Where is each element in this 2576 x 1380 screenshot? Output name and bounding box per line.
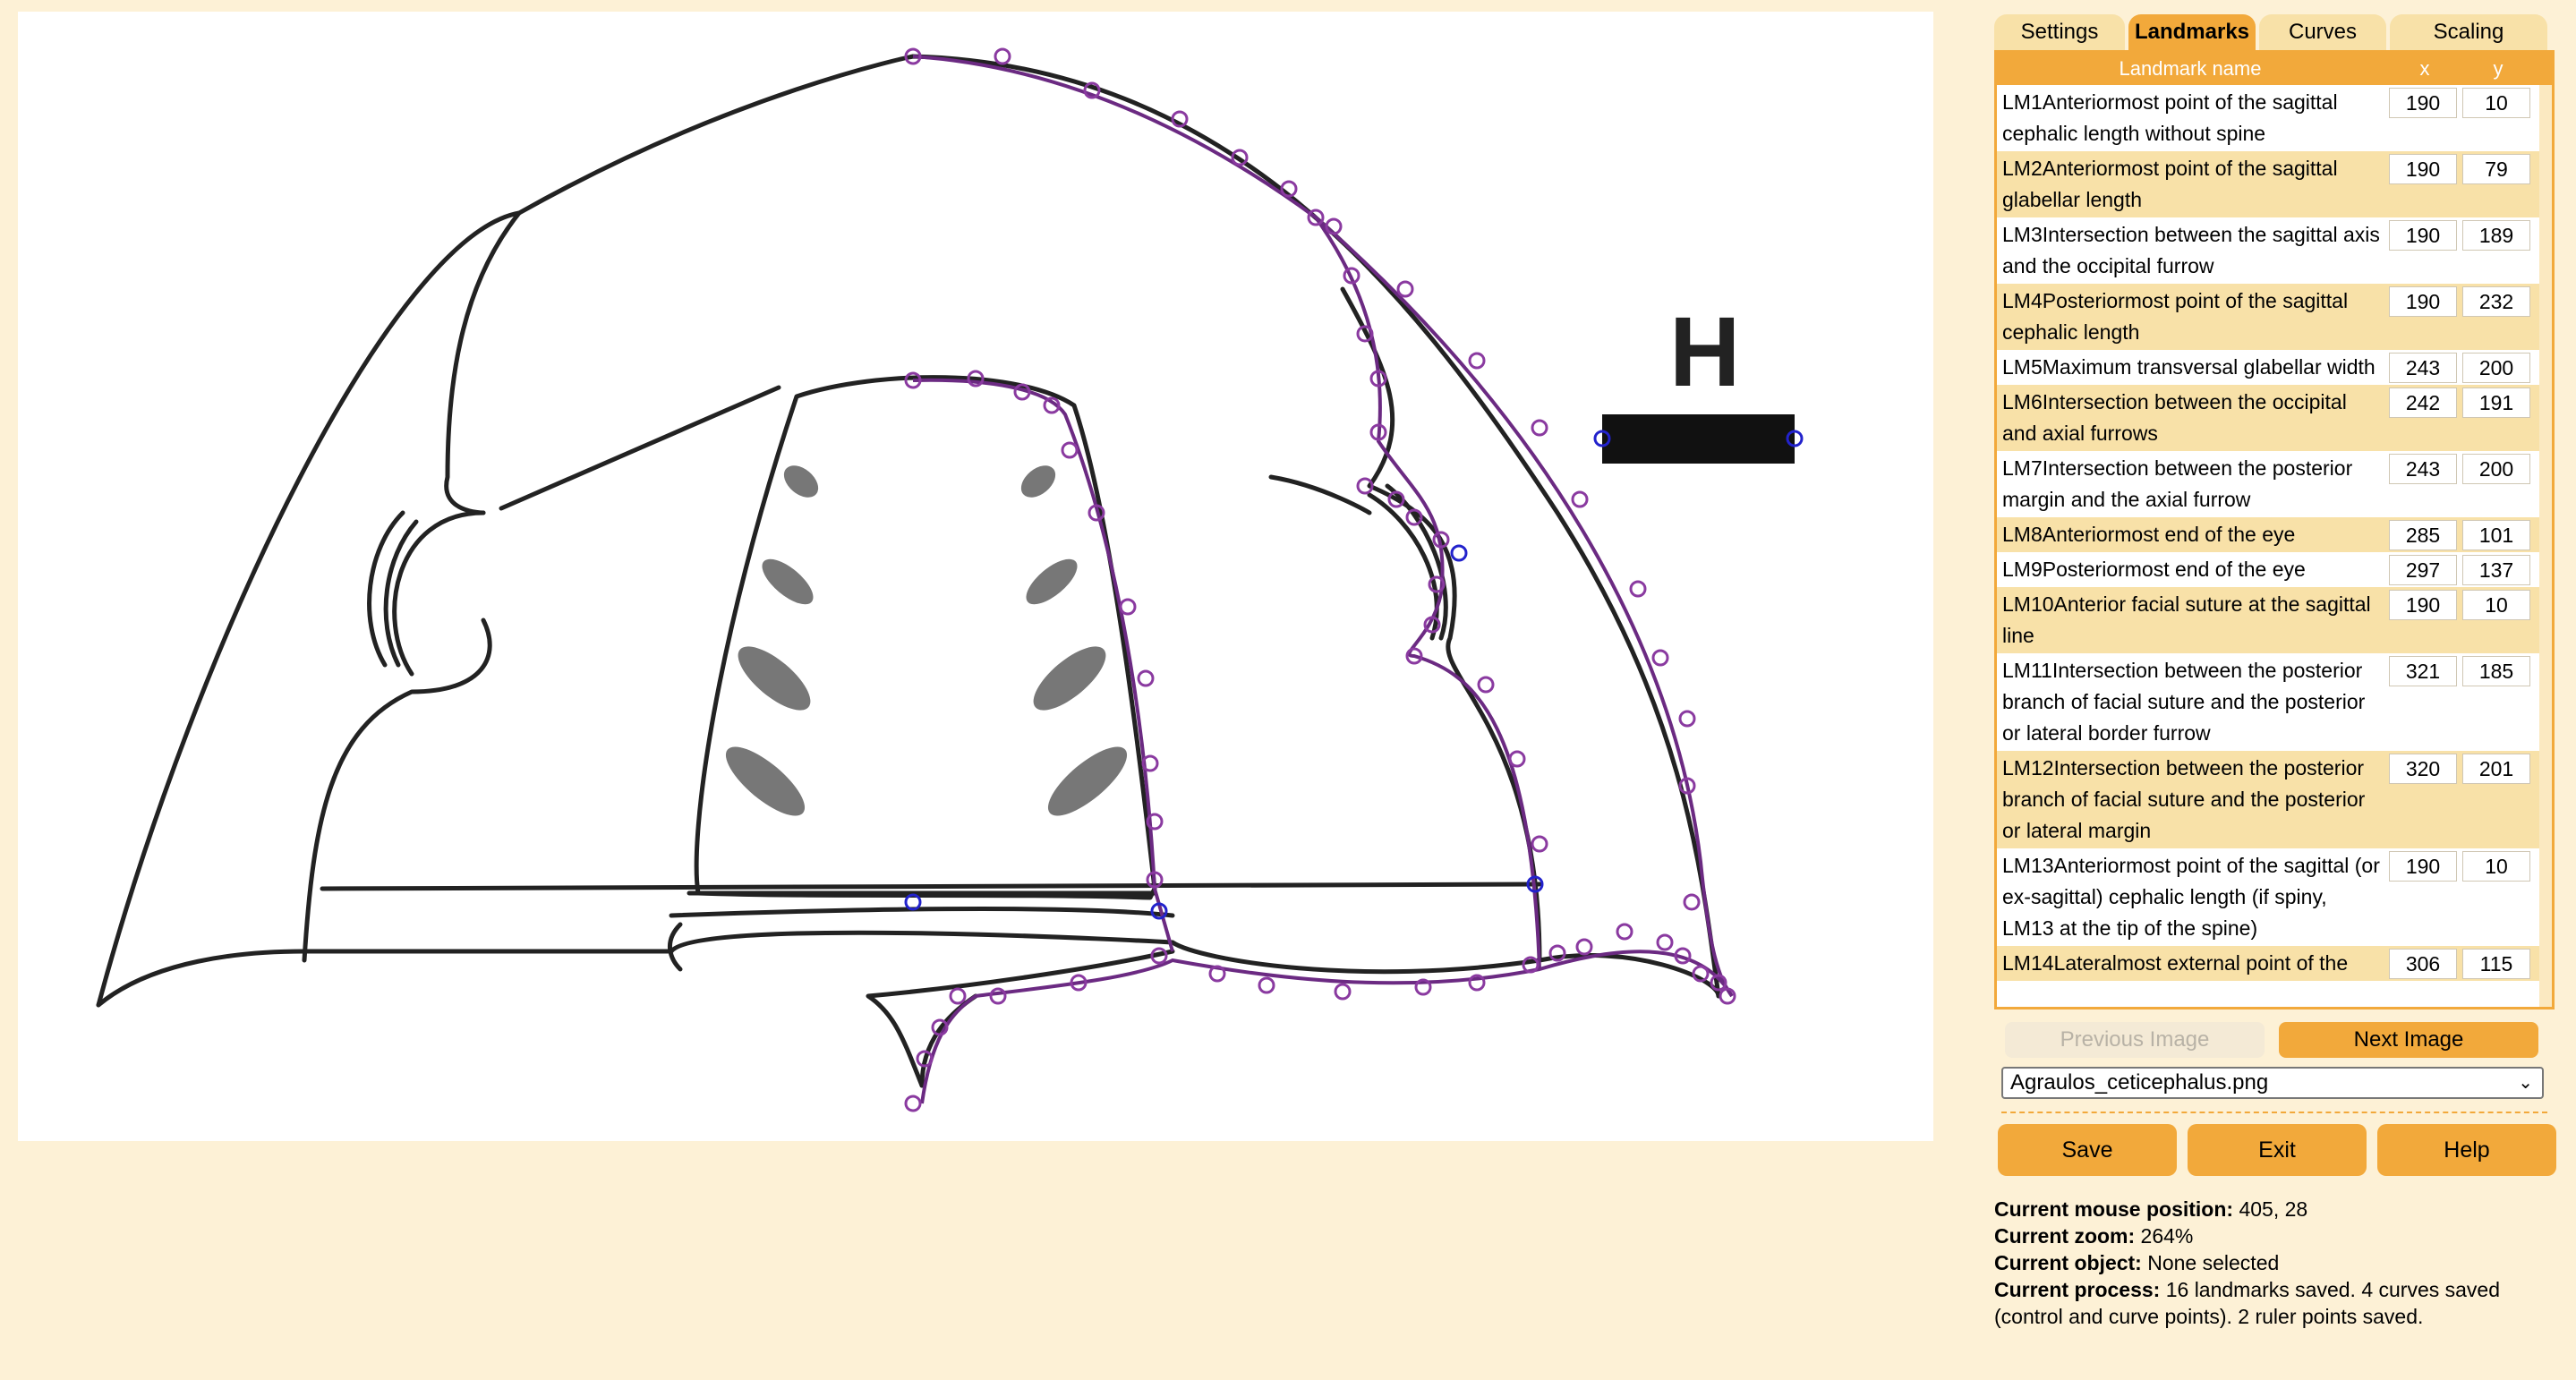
landmark-y-field[interactable]: 189 xyxy=(2462,220,2530,251)
table-row[interactable]: LM11Intersection between the posterior b… xyxy=(1997,653,2552,751)
table-row[interactable]: LM12Intersection between the posterior b… xyxy=(1997,751,2552,848)
table-scrollbar[interactable] xyxy=(2539,85,2552,1007)
table-row[interactable]: LM2Anteriormost point of the sagittal gl… xyxy=(1997,151,2552,217)
landmark-name: LM5Maximum transversal glabellar width xyxy=(2002,355,2376,379)
table-row[interactable]: LM14Lateralmost external point of the 306… xyxy=(1997,946,2552,981)
landmark-table: Landmark name x y LM1Anteriormost point … xyxy=(1994,50,2555,1009)
figure-letter: H xyxy=(1669,297,1740,407)
exit-button[interactable]: Exit xyxy=(2188,1124,2367,1176)
status-object: Current object: None selected xyxy=(1994,1251,2280,1274)
landmark-x-field[interactable]: 285 xyxy=(2389,520,2457,550)
landmark-x-field[interactable]: 190 xyxy=(2389,220,2457,251)
next-image-button[interactable]: Next Image xyxy=(2279,1022,2538,1058)
landmark-x-field[interactable]: 243 xyxy=(2389,454,2457,484)
help-button[interactable]: Help xyxy=(2377,1124,2556,1176)
tab-bar: Settings Landmarks Curves Scaling xyxy=(1994,11,2549,50)
landmark-y-field[interactable]: 10 xyxy=(2462,851,2530,882)
landmark-y-field[interactable]: 137 xyxy=(2462,555,2530,585)
image-canvas[interactable]: H xyxy=(18,12,1933,1141)
landmark-name: LM4Posteriormost point of the sagittal c… xyxy=(2002,289,2349,344)
landmark-name: LM14Lateralmost external point of the xyxy=(2002,951,2349,975)
scale-bar xyxy=(1602,414,1795,464)
tab-scaling[interactable]: Scaling xyxy=(2390,14,2547,50)
landmark-name: LM11Intersection between the posterior b… xyxy=(2002,659,2366,745)
landmark-x-field[interactable]: 190 xyxy=(2389,851,2457,882)
table-row[interactable]: LM4Posteriormost point of the sagittal c… xyxy=(1997,284,2552,350)
header-x: x xyxy=(2419,57,2430,80)
landmark-name: LM3Intersection between the sagittal axi… xyxy=(2002,223,2380,277)
landmark-y-field[interactable]: 200 xyxy=(2462,353,2530,383)
status-zoom: Current zoom: 264% xyxy=(1994,1224,2194,1248)
landmark-x-field[interactable]: 190 xyxy=(2389,154,2457,184)
header-y: y xyxy=(2493,57,2503,80)
landmark-y-field[interactable]: 10 xyxy=(2462,88,2530,118)
landmark-x-field[interactable]: 190 xyxy=(2389,590,2457,620)
table-row[interactable]: LM10Anterior facial suture at the sagitt… xyxy=(1997,587,2552,653)
table-row[interactable]: LM6Intersection between the occipital an… xyxy=(1997,385,2552,451)
status-process: Current process: 16 landmarks saved. 4 c… xyxy=(1994,1278,2501,1328)
landmark-x-field[interactable]: 320 xyxy=(2389,754,2457,784)
table-row[interactable]: LM1Anteriormost point of the sagittal ce… xyxy=(1997,85,2552,151)
landmark-points xyxy=(904,47,1736,1112)
table-row[interactable]: LM3Intersection between the sagittal axi… xyxy=(1997,217,2552,284)
landmark-x-field[interactable]: 243 xyxy=(2389,353,2457,383)
landmark-name: LM9Posteriormost end of the eye xyxy=(2002,558,2306,581)
landmark-x-field[interactable]: 297 xyxy=(2389,555,2457,585)
table-row[interactable]: LM7Intersection between the posterior ma… xyxy=(1997,451,2552,517)
landmark-x-field[interactable]: 306 xyxy=(2389,949,2457,979)
status-mouse: Current mouse position: 405, 28 xyxy=(1994,1197,2308,1221)
landmark-y-field[interactable]: 115 xyxy=(2462,949,2530,979)
glabellar-furrows xyxy=(725,465,1128,816)
file-select-value: Agraulos_ceticephalus.png xyxy=(2010,1070,2269,1095)
tab-settings[interactable]: Settings xyxy=(1994,14,2125,50)
landmark-name: LM7Intersection between the posterior ma… xyxy=(2002,456,2353,511)
landmark-name: LM6Intersection between the occipital an… xyxy=(2002,390,2347,445)
landmark-y-field[interactable]: 79 xyxy=(2462,154,2530,184)
landmark-name: LM8Anteriormost end of the eye xyxy=(2002,523,2296,546)
previous-image-button[interactable]: Previous Image xyxy=(2005,1022,2265,1058)
landmark-name: LM13Anteriormost point of the sagittal (… xyxy=(2002,854,2380,940)
landmark-x-field[interactable]: 321 xyxy=(2389,656,2457,686)
table-header: Landmark name x y xyxy=(1997,53,2552,85)
header-landmark-name: Landmark name xyxy=(2119,57,2262,80)
table-row[interactable]: LM13Anteriormost point of the sagittal (… xyxy=(1997,848,2552,946)
chevron-down-icon: ⌄ xyxy=(2518,1073,2533,1093)
landmark-y-field[interactable]: 10 xyxy=(2462,590,2530,620)
status-area: Current mouse position: 405, 28 Current … xyxy=(1994,1196,2549,1330)
landmark-name: LM2Anteriormost point of the sagittal gl… xyxy=(2002,157,2338,211)
tab-landmarks[interactable]: Landmarks xyxy=(2128,14,2256,50)
landmark-name: LM10Anterior facial suture at the sagitt… xyxy=(2002,592,2371,647)
image-file-select[interactable]: Agraulos_ceticephalus.png ⌄ xyxy=(2001,1067,2544,1099)
landmark-x-field[interactable]: 190 xyxy=(2389,286,2457,317)
divider xyxy=(2001,1112,2547,1113)
landmark-name: LM12Intersection between the posterior b… xyxy=(2002,756,2366,842)
landmark-y-field[interactable]: 185 xyxy=(2462,656,2530,686)
landmark-y-field[interactable]: 191 xyxy=(2462,388,2530,418)
save-button[interactable]: Save xyxy=(1998,1124,2177,1176)
landmark-x-field[interactable]: 190 xyxy=(2389,88,2457,118)
landmark-y-field[interactable]: 200 xyxy=(2462,454,2530,484)
landmark-curves xyxy=(912,55,1734,1104)
outline-path xyxy=(96,54,1721,1008)
landmark-y-field[interactable]: 232 xyxy=(2462,286,2530,317)
table-body: LM1Anteriormost point of the sagittal ce… xyxy=(1997,85,2552,1007)
landmark-y-field[interactable]: 201 xyxy=(2462,754,2530,784)
landmark-y-field[interactable]: 101 xyxy=(2462,520,2530,550)
landmark-name: LM1Anteriormost point of the sagittal ce… xyxy=(2002,90,2338,145)
ruler-points xyxy=(904,430,1804,920)
landmark-x-field[interactable]: 242 xyxy=(2389,388,2457,418)
tab-curves[interactable]: Curves xyxy=(2259,14,2386,50)
trilobite-drawing: H xyxy=(96,47,1804,1112)
control-panel: Settings Landmarks Curves Scaling Landma… xyxy=(1991,7,2556,1367)
table-row[interactable]: LM5Maximum transversal glabellar width 24… xyxy=(1997,350,2552,385)
